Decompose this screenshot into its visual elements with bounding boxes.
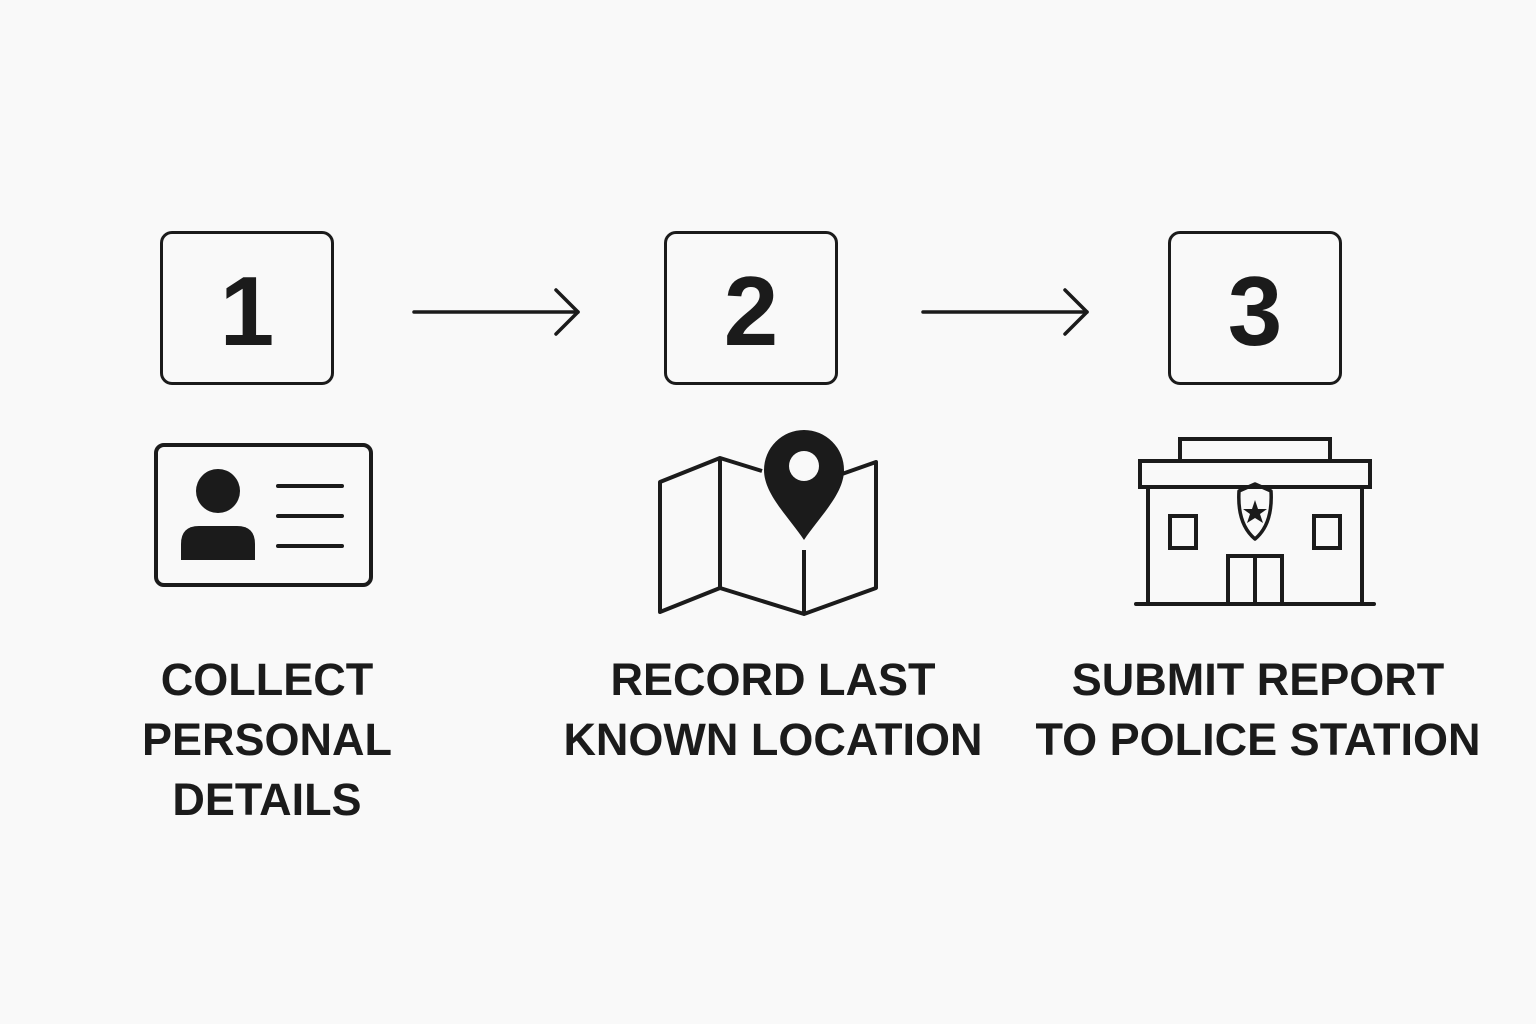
arrow-right-icon	[921, 288, 1089, 336]
step-1-label-line: DETAILS	[172, 774, 362, 825]
step-2-label: RECORD LAST KNOWN LOCATION	[548, 650, 998, 770]
step-1-number-box: 1	[160, 231, 334, 385]
step-2-number: 2	[723, 256, 779, 366]
step-3-label-line: TO POLICE STATION	[1035, 714, 1481, 765]
step-3-label: SUBMIT REPORT TO POLICE STATION	[1028, 650, 1488, 770]
id-card-icon	[154, 443, 373, 587]
police-station-icon	[1134, 437, 1376, 606]
step-1-number: 1	[219, 256, 275, 366]
step-3-label-line: SUBMIT REPORT	[1071, 654, 1445, 705]
step-1-label-line: COLLECT	[160, 654, 374, 705]
step-3-number: 3	[1227, 256, 1283, 366]
step-2-label-line: RECORD LAST	[610, 654, 936, 705]
step-3-number-box: 3	[1168, 231, 1342, 385]
step-2-label-line: KNOWN LOCATION	[563, 714, 983, 765]
step-1-label: COLLECT PERSONAL DETAILS	[80, 650, 454, 830]
step-1-label-line: PERSONAL	[141, 714, 393, 765]
arrow-right-icon	[412, 288, 580, 336]
map-location-pin-icon	[658, 430, 878, 616]
step-2-number-box: 2	[664, 231, 838, 385]
